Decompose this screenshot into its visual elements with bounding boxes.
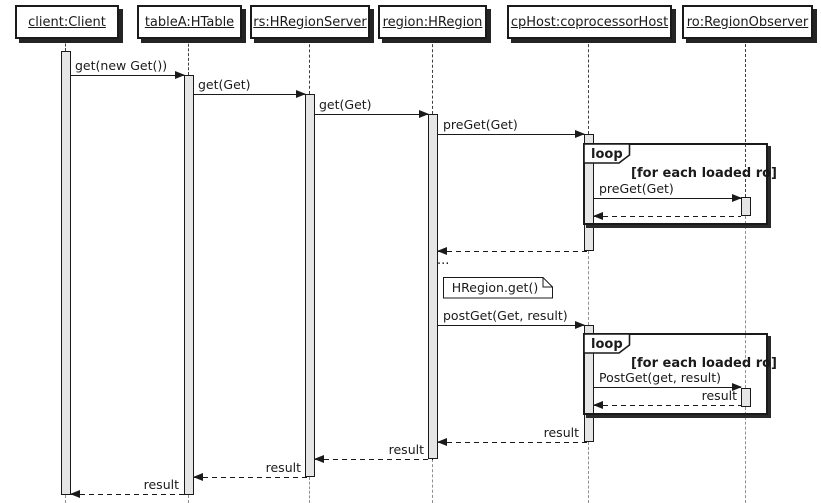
activation-rs (305, 94, 315, 477)
arrowhead-icon (175, 71, 185, 79)
participant-label: region:HRegion (382, 14, 483, 30)
lifeline-tableA (188, 39, 189, 75)
participant-box-cphost: cpHost:coprocessorHost (507, 5, 672, 39)
message-line (438, 251, 589, 252)
message-line (194, 477, 310, 478)
message-line (315, 114, 428, 115)
message-line (71, 75, 184, 76)
lifeline-client (65, 39, 66, 51)
lifeline-ro-mid (745, 216, 746, 388)
loop-tab-shape (583, 143, 631, 164)
participant-box-ro: ro:RegionObserver (682, 5, 813, 39)
message-line (71, 494, 189, 495)
arrowhead-icon (419, 110, 429, 118)
note-hregion-get: HRegion.get() (443, 277, 553, 299)
message-label: result (143, 477, 179, 493)
loop-tab-shape (583, 333, 631, 354)
lifeline-region-tail (432, 459, 433, 503)
participant-label: ro:RegionObserver (686, 14, 809, 30)
message-label: PostGet(get, result) (599, 370, 722, 386)
activation-ro-1 (741, 197, 751, 216)
participant-box-rs: rs:HRegionServer (250, 5, 370, 39)
lifeline-rs (309, 39, 310, 94)
arrowhead-icon (575, 321, 585, 329)
note-text: HRegion.get() (451, 280, 539, 295)
ellipsis-text: ... (437, 253, 450, 268)
participant-label: cpHost:coprocessorHost (510, 14, 669, 30)
participant-box-region: region:HRegion (378, 5, 487, 39)
loop-fragment-1: loop [for each loaded ro] (583, 143, 777, 225)
lifeline-region (432, 39, 433, 114)
participant-box-client: client:Client (15, 5, 119, 39)
loop-keyword: loop (591, 337, 623, 352)
arrowhead-icon (437, 247, 447, 255)
arrowhead-icon (314, 455, 324, 463)
arrowhead-icon (437, 438, 447, 446)
lifeline-tableA-tail (188, 495, 189, 503)
message-label: postGet(Get, result) (443, 308, 568, 324)
message-label: get(Get) (198, 77, 251, 93)
lifeline-client-tail (65, 495, 66, 503)
arrowhead-icon (193, 473, 203, 481)
arrowhead-icon (732, 194, 742, 202)
arrowhead-icon (70, 490, 80, 498)
lifeline-rs-tail (309, 477, 310, 503)
loop-condition: [for each loaded ro] (631, 356, 777, 371)
participant-label: rs:HRegionServer (253, 14, 367, 30)
lifeline-ro (745, 39, 746, 197)
arrowhead-icon (732, 383, 742, 391)
lifeline-cpHost (588, 39, 589, 134)
message-label: result (265, 460, 301, 476)
message-label: preGet(Get) (443, 117, 518, 133)
message-line (594, 387, 741, 388)
message-line (594, 216, 741, 217)
message-line (315, 459, 433, 460)
activation-tableA (184, 75, 194, 495)
message-line (594, 405, 741, 406)
lifeline-cpHost-mid (588, 251, 589, 325)
arrowhead-icon (593, 401, 603, 409)
note-shape (443, 277, 553, 299)
message-line (194, 94, 305, 95)
message-label: preGet(Get) (599, 181, 674, 197)
activation-client (61, 51, 71, 495)
message-label: get(Get) (319, 97, 372, 113)
message-label: get(new Get()) (75, 58, 168, 74)
message-label: result (543, 425, 579, 441)
arrowhead-icon (575, 130, 585, 138)
message-line (594, 198, 741, 199)
arrowhead-icon (296, 90, 306, 98)
loop-fragment-2: loop [for each loaded ro] (583, 333, 777, 415)
activation-ro-2 (741, 388, 751, 407)
message-label: result (388, 442, 424, 458)
activation-region (428, 114, 438, 459)
arrowhead-icon (593, 212, 603, 220)
loop-keyword: loop (591, 147, 623, 162)
message-line (438, 134, 584, 135)
participant-label: tableA:HTable (144, 14, 235, 30)
message-line (438, 442, 589, 443)
participant-box-tablea: tableA:HTable (137, 5, 242, 39)
message-line (438, 325, 584, 326)
lifeline-cpHost-tail (588, 442, 589, 503)
message-label: result (701, 388, 737, 404)
participant-label: client:Client (28, 14, 106, 30)
loop-condition: [for each loaded ro] (631, 166, 777, 181)
lifeline-ro-tail (745, 407, 746, 503)
